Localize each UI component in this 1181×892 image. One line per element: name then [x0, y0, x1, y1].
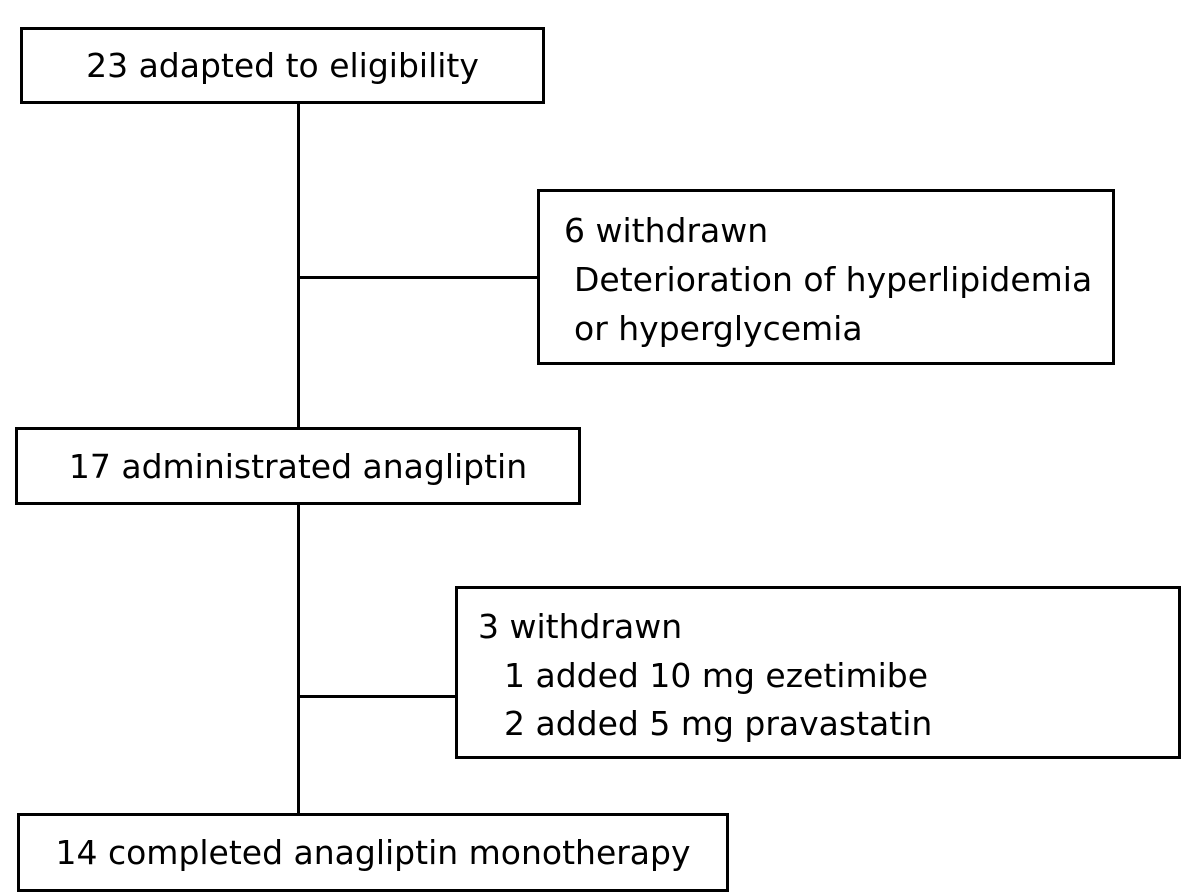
eligibility-text: 23 adapted to eligibility	[86, 46, 479, 85]
withdrawal-1-detail-1: Deterioration of hyperlipidemia	[574, 260, 1093, 299]
main-connector-top	[297, 101, 300, 430]
administration-text: 17 administrated anagliptin	[68, 446, 528, 486]
completion-box: 14 completed anagliptin monotherapy	[17, 813, 729, 892]
branch-connector-withdrawal-2	[297, 695, 459, 698]
withdrawal-box-1: 6 withdrawn Deterioration of hyperlipide…	[537, 189, 1115, 365]
withdrawal-box-2: 3 withdrawn 1 added 10 mg ezetimibe 2 ad…	[455, 586, 1181, 759]
main-connector-bottom	[297, 503, 300, 817]
withdrawal-2-detail-1: 1 added 10 mg ezetimibe	[504, 656, 929, 695]
withdrawal-1-detail-2: or hyperglycemia	[574, 309, 863, 348]
withdrawal-2-detail-2: 2 added 5 mg pravastatin	[504, 704, 933, 743]
completion-text: 14 completed anagliptin monotherapy	[55, 833, 691, 872]
withdrawal-1-title: 6 withdrawn	[564, 211, 769, 250]
administration-box: 17 administrated anagliptin	[15, 427, 581, 505]
eligibility-box: 23 adapted to eligibility	[20, 27, 545, 104]
withdrawal-2-title: 3 withdrawn	[478, 607, 683, 646]
branch-connector-withdrawal-1	[297, 276, 541, 279]
